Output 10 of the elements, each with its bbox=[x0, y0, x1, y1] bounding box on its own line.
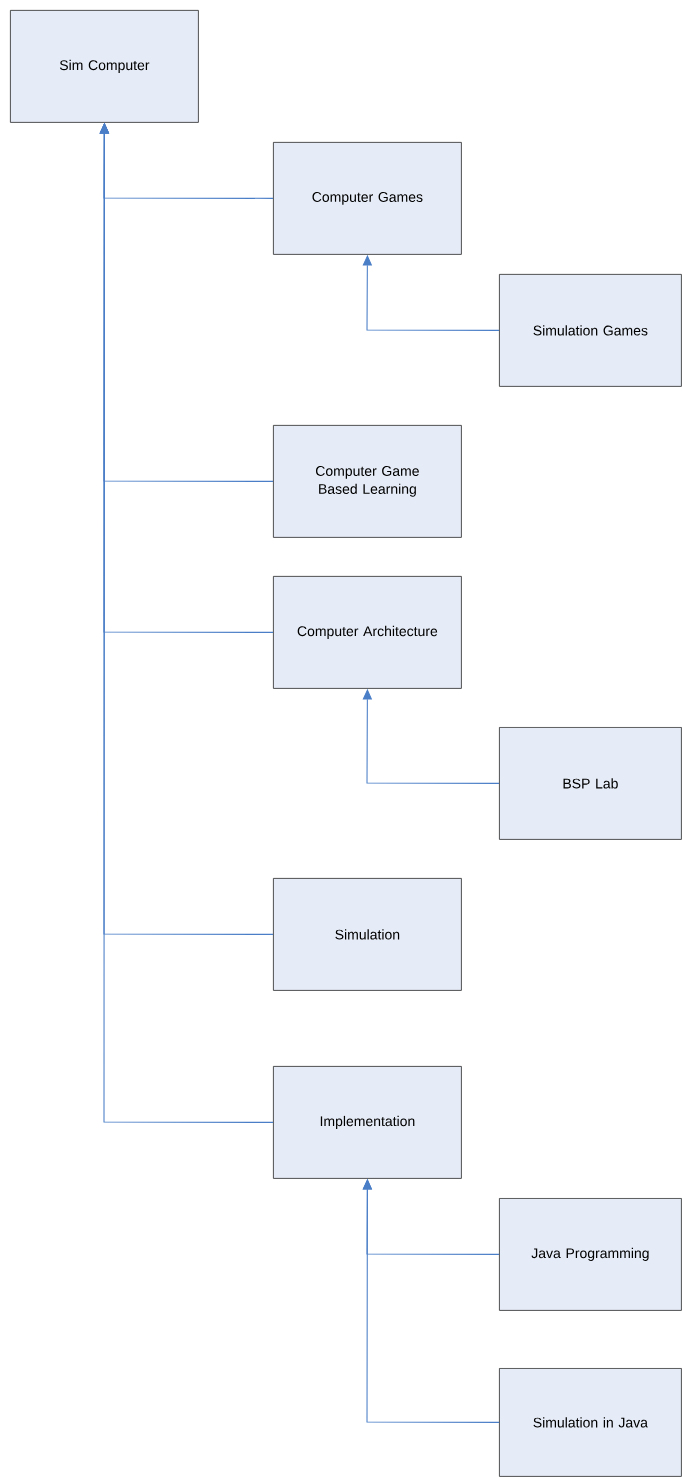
process-box: Simulation in Java bbox=[499, 1368, 682, 1477]
process-box: Implementation bbox=[273, 1066, 462, 1179]
process-box: Simulation Games bbox=[499, 274, 682, 387]
process-box: Computer Games bbox=[273, 142, 462, 255]
process-box: BSP Lab bbox=[499, 727, 682, 840]
process-box: Java Programming bbox=[499, 1198, 682, 1311]
process-box: Computer Game Based Learning bbox=[273, 425, 462, 538]
process-box: Sim Computer bbox=[10, 10, 199, 123]
process-box: Computer Architecture bbox=[273, 576, 462, 689]
process-box: Simulation bbox=[273, 878, 462, 991]
